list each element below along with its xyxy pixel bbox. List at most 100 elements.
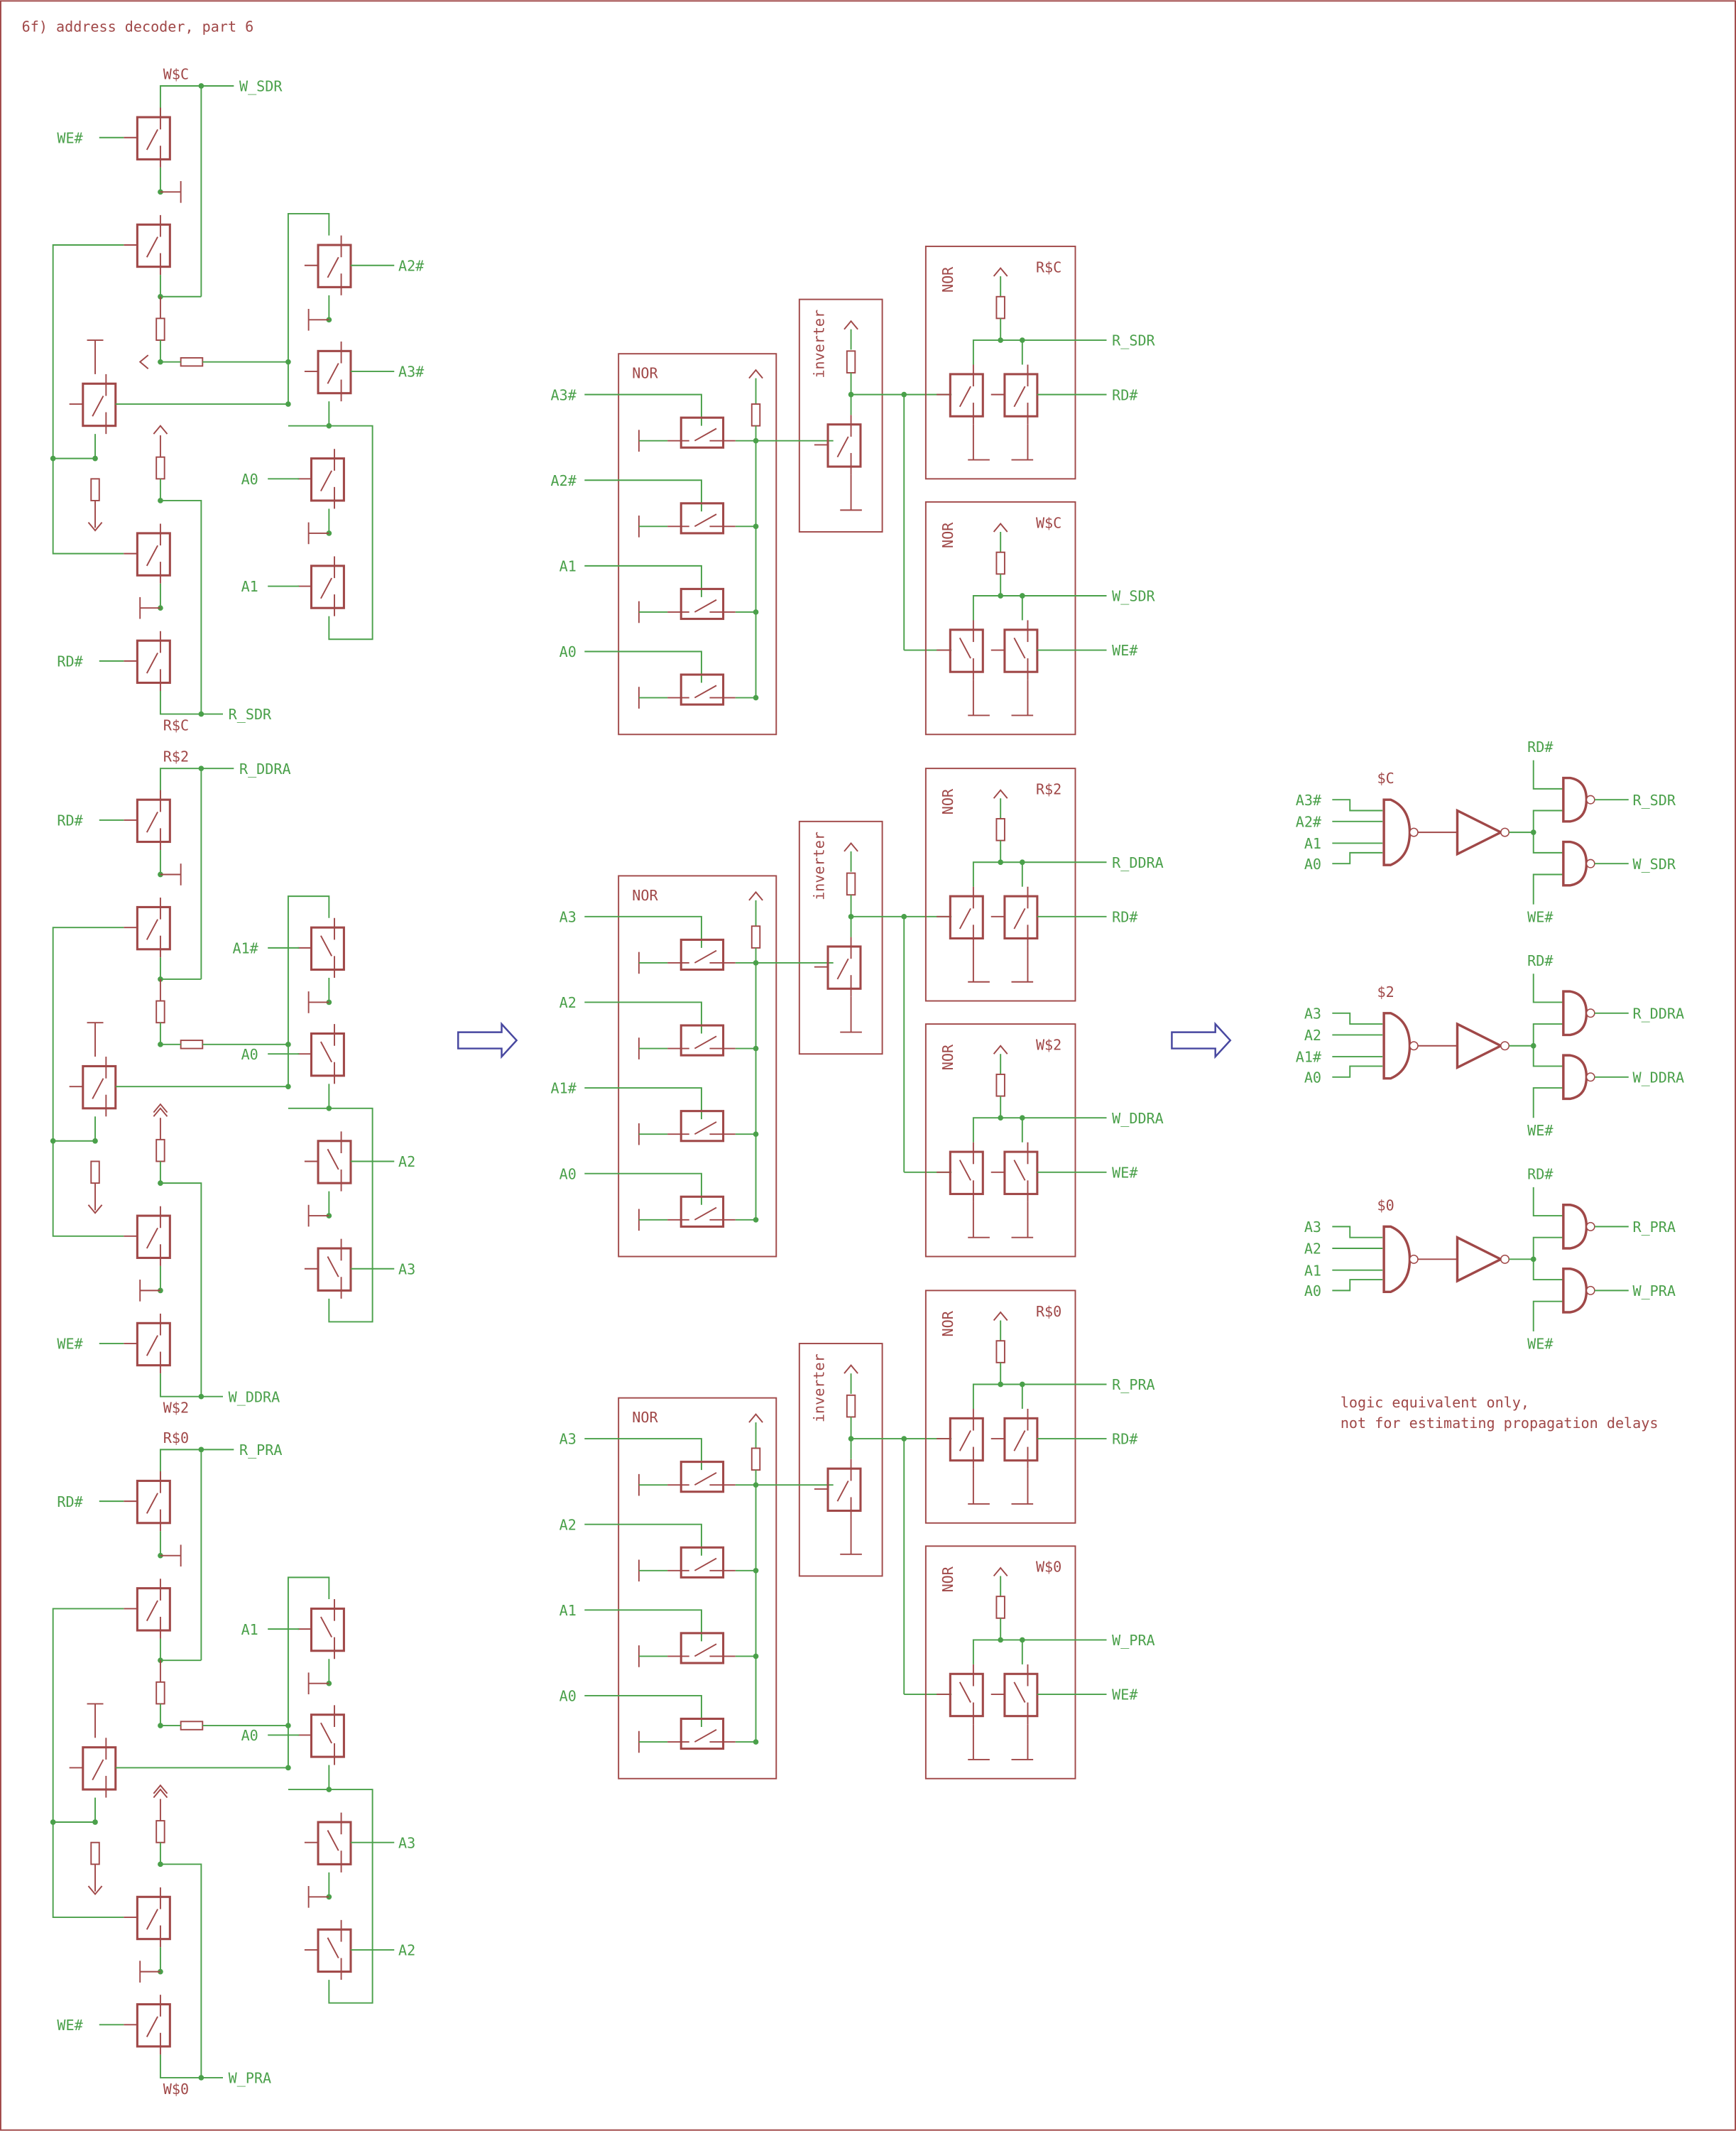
- write-input-label: WE#: [1527, 1122, 1554, 1139]
- gate-input-label: A3: [1304, 1005, 1321, 1022]
- nor-input-label: A3: [559, 909, 577, 926]
- relay-switch: [69, 1738, 117, 1798]
- inverter-block-label: inverter: [810, 832, 827, 900]
- junction-dot: [158, 1041, 163, 1047]
- nor-block-label: NOR: [632, 1409, 658, 1426]
- resistor: [995, 1073, 1005, 1097]
- relay-switch: [667, 1546, 736, 1579]
- nand-gate-icon: [1562, 1204, 1588, 1250]
- wire: [1332, 1279, 1383, 1292]
- wire: [584, 1172, 702, 1205]
- nand-gate-icon: [1382, 1012, 1412, 1080]
- relay-box: [679, 938, 725, 971]
- node-label: W$0: [1036, 1559, 1061, 1576]
- inverter-block-label: inverter: [810, 310, 827, 378]
- inversion-bubble-icon: [1585, 1221, 1595, 1231]
- contact-arm-icon: [320, 470, 333, 492]
- contact-arm-icon: [694, 427, 717, 442]
- contact-arm-icon: [1013, 908, 1026, 930]
- write-input-label: WE#: [1527, 909, 1554, 926]
- wire: [287, 895, 330, 1087]
- wire: [584, 1694, 702, 1727]
- wire: [584, 479, 702, 512]
- node-label: R$C: [1036, 258, 1061, 276]
- address-label: A3: [398, 1260, 415, 1277]
- inversion-bubble-icon: [1585, 1072, 1595, 1082]
- contact-arm-icon: [327, 1148, 339, 1170]
- gate-input-label: A1#: [1296, 1049, 1322, 1066]
- wire: [1332, 1012, 1383, 1025]
- wire: [584, 1609, 702, 1642]
- nor-output-frame: [924, 768, 1076, 1002]
- junction-dot: [158, 1180, 163, 1186]
- nor-output-label: NOR: [939, 788, 956, 814]
- gate-output-label: R_DDRA: [1632, 1005, 1684, 1022]
- relay-switch: [814, 937, 862, 997]
- output-label: W_SDR: [239, 78, 283, 95]
- junction-dot: [753, 694, 759, 701]
- gate-input-label: A3: [1304, 1219, 1321, 1236]
- supply-arrow-icon: [993, 267, 1008, 277]
- resistor: [995, 551, 1005, 575]
- nand-gate-icon: [1562, 1268, 1588, 1314]
- relay-switch: [667, 1717, 736, 1750]
- contact-arm-icon: [320, 577, 333, 599]
- inversion-bubble-icon: [1585, 1285, 1595, 1295]
- gate-output-label: W_PRA: [1632, 1282, 1676, 1299]
- nand-gate-icon: [1562, 990, 1588, 1037]
- gate-input-label: A0: [1304, 1282, 1321, 1299]
- junction-dot: [753, 1216, 759, 1223]
- nor-block-frame: [618, 353, 777, 736]
- contact-arm-icon: [327, 363, 339, 384]
- relay-box: [679, 502, 725, 535]
- inversion-bubble-icon: [1585, 1008, 1595, 1018]
- wire: [1532, 1023, 1563, 1046]
- resistor: [155, 1000, 165, 1024]
- wire: [584, 565, 702, 597]
- resistor: [90, 478, 100, 501]
- contact-arm-icon: [1013, 637, 1026, 659]
- relay-switch: [297, 1598, 345, 1659]
- relay-box: [679, 416, 725, 449]
- wire: [159, 691, 224, 715]
- relay-switch: [814, 415, 862, 475]
- relay-switch: [667, 502, 736, 535]
- node-label: W$2: [1036, 1036, 1061, 1053]
- read-input-label: RD#: [1527, 952, 1554, 969]
- wire: [972, 595, 1107, 621]
- contact-arm-icon: [320, 935, 333, 957]
- gate-input-label: A0: [1304, 1069, 1321, 1086]
- supply-arrow-icon: [844, 841, 858, 852]
- address-label: A0: [241, 471, 258, 488]
- contact-arm-icon: [959, 1160, 971, 1181]
- inverter-gate-icon: [1456, 1235, 1504, 1283]
- supply-arrow-icon: [844, 320, 858, 330]
- nor-output-label: NOR: [939, 1566, 956, 1592]
- output-label: W_DDRA: [229, 1388, 280, 1405]
- address-label: A0: [241, 1727, 258, 1744]
- right-arrow-icon: [1171, 1021, 1232, 1059]
- contact-arm-icon: [959, 1430, 971, 1451]
- relay-switch: [937, 1408, 984, 1469]
- relay-switch: [304, 341, 352, 402]
- supply-arrow-icon: [153, 1788, 168, 1799]
- wire: [972, 339, 1107, 365]
- supply-arrow-icon: [993, 1045, 1008, 1054]
- contact-arm-icon: [959, 908, 971, 930]
- relay-switch: [667, 587, 736, 621]
- junction-dot: [753, 1653, 759, 1659]
- sheet-title: 6f) address decoder, part 6: [22, 18, 254, 35]
- wire: [1332, 799, 1383, 812]
- supply-arrow-icon: [748, 890, 763, 901]
- relay-switch: [667, 1632, 736, 1664]
- junction-dot: [158, 498, 163, 503]
